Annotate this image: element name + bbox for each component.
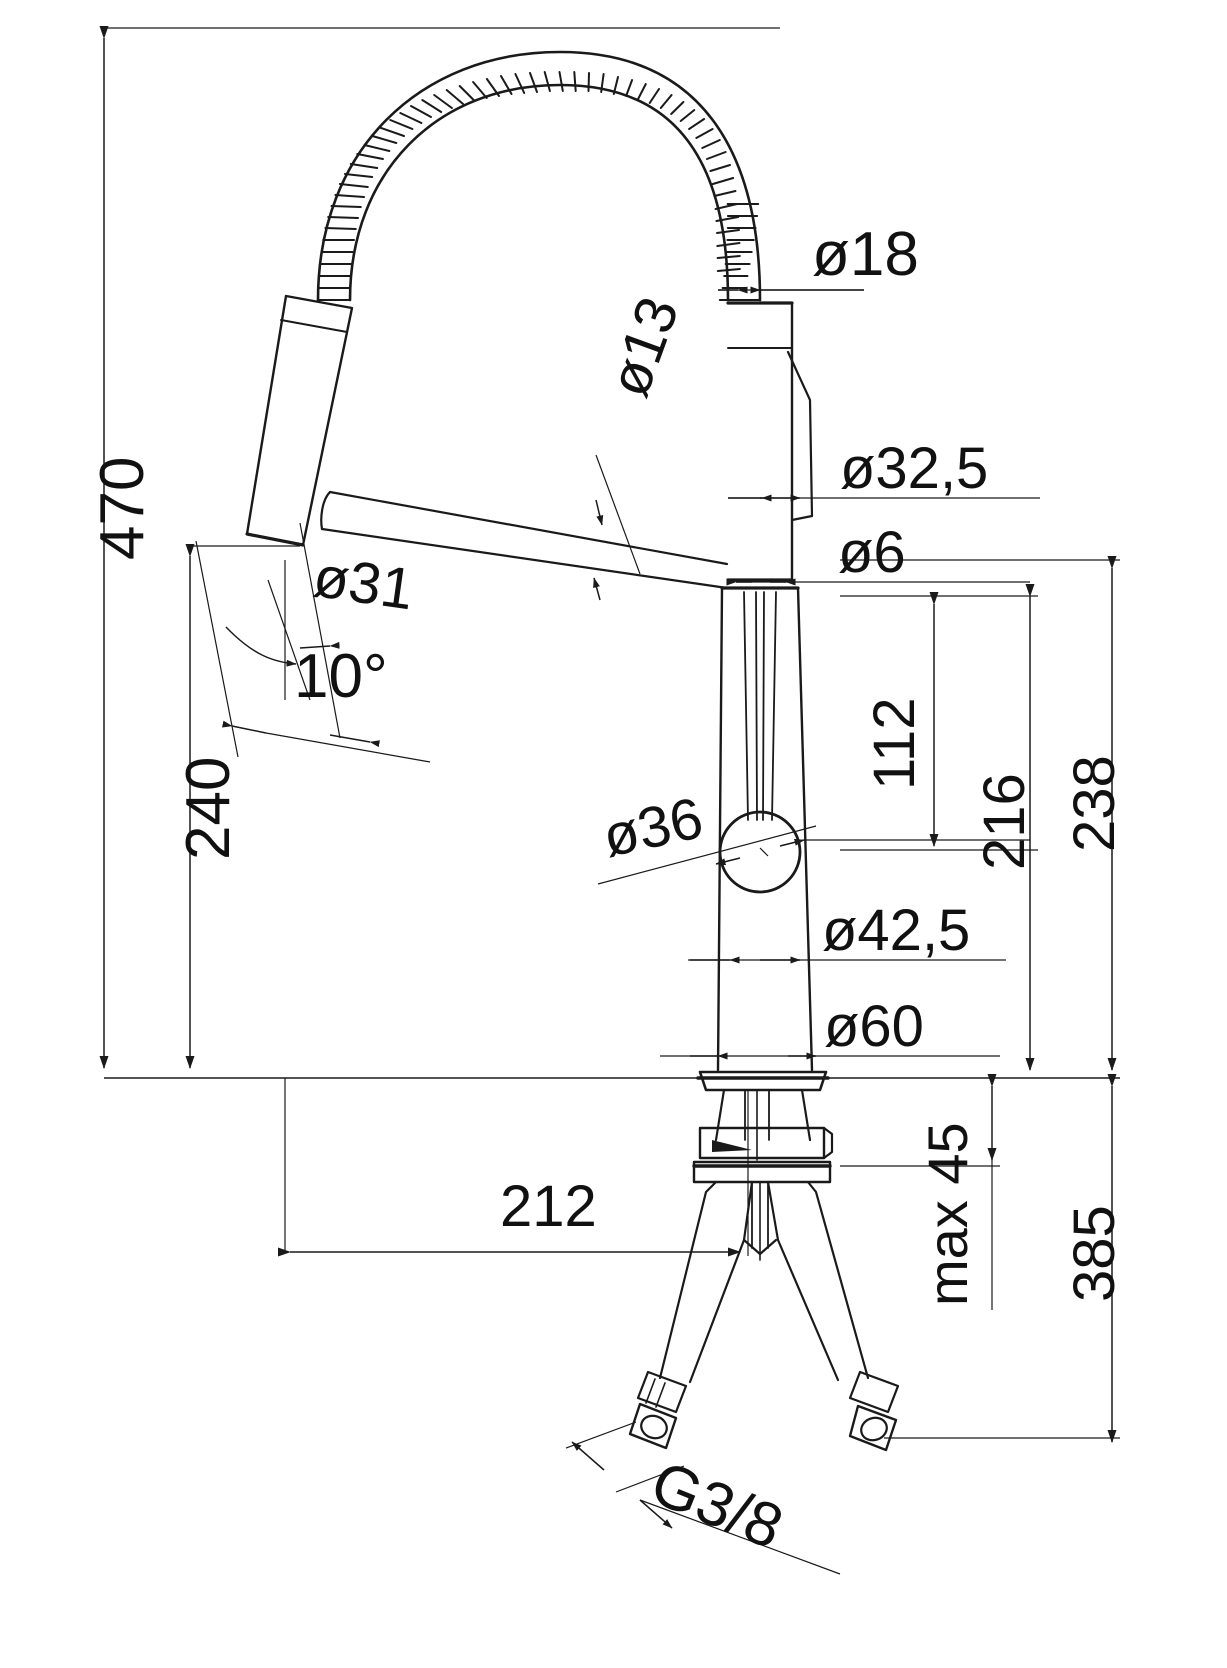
dimension-lines <box>99 26 1120 1575</box>
dim-lever-height: 112 <box>862 697 927 790</box>
dim-spout-height: 240 <box>174 756 243 860</box>
dim-overall-height: 470 <box>88 456 157 560</box>
dim-max-worktop-thickness: max 45 <box>916 1122 979 1306</box>
coil-hatching <box>317 71 761 301</box>
body-lower <box>716 586 814 1072</box>
base-flange <box>692 1070 834 1184</box>
faucet-outline <box>245 50 900 1452</box>
dim-body-height: 216 <box>972 773 1037 870</box>
dim-base-flange-diameter: ø60 <box>824 994 924 1059</box>
dim-spout-outlet-height: 238 <box>1062 755 1127 852</box>
dim-body-mid-diameter: ø42,5 <box>822 898 971 963</box>
body-upper <box>726 301 814 582</box>
dim-hose-length-below: 385 <box>1062 1205 1127 1302</box>
dim-aerator-diameter: ø31 <box>309 544 418 623</box>
dim-spray-head-angle: 10° <box>294 642 388 711</box>
supply-hoses <box>628 1180 900 1452</box>
spout-arm <box>320 490 729 590</box>
spray-head <box>245 294 354 547</box>
pivot-circle <box>718 810 802 894</box>
dim-spout-reach: 212 <box>500 1174 597 1239</box>
dim-swivel-offset: ø6 <box>838 520 906 585</box>
dim-hose-outer-diameter: ø18 <box>812 220 919 289</box>
dim-body-top-diameter: ø32,5 <box>840 436 989 501</box>
